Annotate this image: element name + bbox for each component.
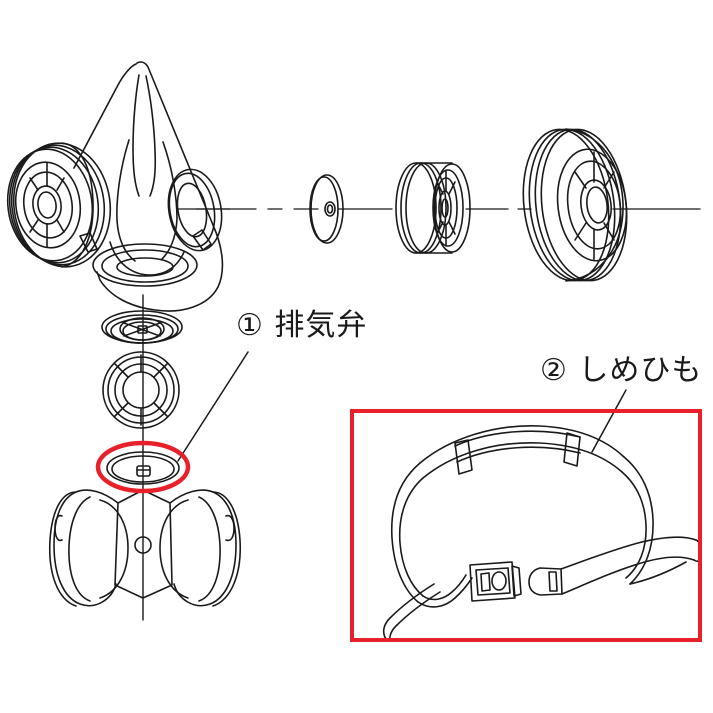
strap-highlight-box bbox=[350, 409, 702, 642]
exhaust-valve-highlight-ellipse bbox=[95, 440, 191, 494]
mask-body bbox=[73, 61, 224, 312]
valve-seat-assembly bbox=[395, 162, 471, 254]
valve-disc bbox=[309, 174, 344, 244]
exploded-filter-cartridge bbox=[522, 128, 628, 282]
exhaust-valve-disc bbox=[106, 451, 180, 485]
leader-line-exhaust-valve bbox=[177, 351, 249, 462]
left-filter-cartridge bbox=[6, 142, 112, 268]
right-inhalation-port bbox=[167, 168, 231, 252]
exhaust-valve-cover bbox=[102, 351, 180, 429]
head-strap-assembly bbox=[382, 425, 698, 638]
leader-line-strap bbox=[591, 389, 627, 453]
exhaust-valve-cap bbox=[101, 310, 183, 344]
label-strap: ② しめひも bbox=[540, 353, 703, 388]
mask-base bbox=[48, 489, 242, 607]
label-exhaust-valve: ① 排気弁 bbox=[236, 308, 368, 343]
